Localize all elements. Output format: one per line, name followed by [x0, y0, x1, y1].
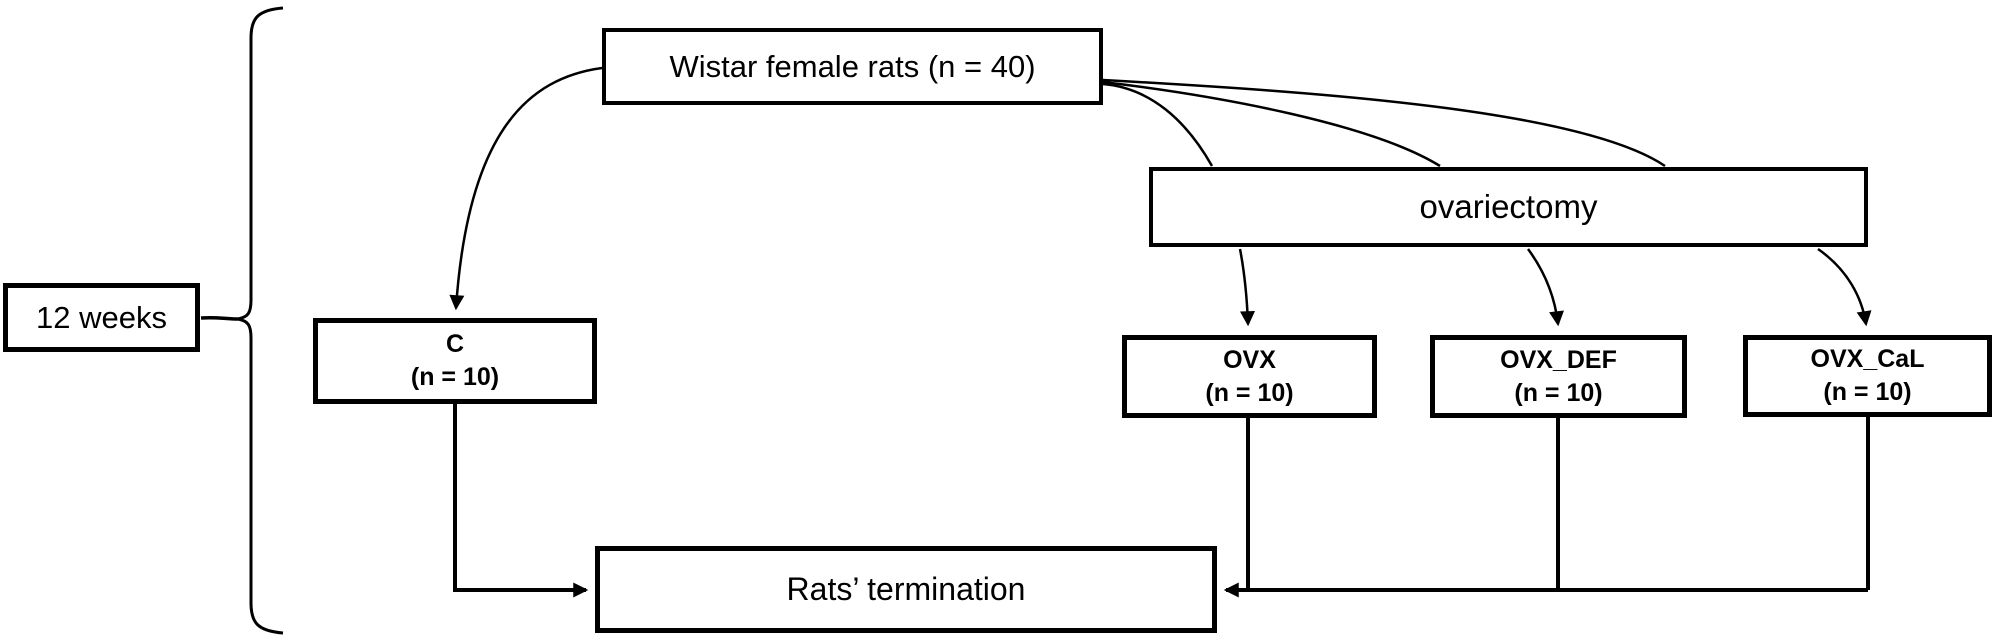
flow-wistar-to-ovariectomy-2: [1102, 80, 1441, 168]
node-12-weeks: 12 weeks: [3, 283, 200, 352]
ovariectomy-label: ovariectomy: [1419, 188, 1598, 225]
duration-brace: [237, 6, 284, 635]
group-ovx-n: (n = 10): [1205, 378, 1294, 407]
node-group-ovx-def: OVX_DEF (n = 10): [1430, 335, 1687, 418]
node-group-c: C (n = 10): [313, 318, 597, 404]
wistar-rats-label: Wistar female rats (n = 40): [669, 48, 1036, 84]
group-ovx-name: OVX: [1223, 345, 1276, 374]
group-ovx-cal-name: OVX_CaL: [1810, 345, 1925, 373]
flow-wistar-to-c: [449, 66, 603, 311]
flow-ovariectomy-to-ovx-cal: [1817, 247, 1872, 327]
node-group-ovx: OVX (n = 10): [1122, 335, 1377, 418]
flow-ovariectomy-to-ovx-def: [1526, 248, 1564, 327]
node-wistar-rats: Wistar female rats (n = 40): [602, 28, 1103, 105]
connector-12weeks-to-brace: [200, 315, 239, 321]
group-c-n: (n = 10): [410, 363, 500, 391]
node-ovariectomy: ovariectomy: [1149, 167, 1868, 247]
flow-wistar-to-ovariectomy-3: [1102, 78, 1666, 168]
flow-wistar-to-ovariectomy-1: [1102, 82, 1214, 167]
group-c-name: C: [445, 330, 465, 358]
node-rats-termination: Rats’ termination: [595, 546, 1217, 633]
rats-termination-label: Rats’ termination: [786, 571, 1026, 607]
group-ovx-def-n: (n = 10): [1514, 378, 1603, 407]
node-group-ovx-cal: OVX_CaL (n = 10): [1743, 335, 1992, 417]
flow-ovariectomy-to-ovx: [1238, 248, 1256, 327]
flow-c-to-termination: [453, 402, 589, 598]
group-ovx-cal-n: (n = 10): [1823, 378, 1912, 406]
12-weeks-label: 12 weeks: [36, 299, 167, 335]
group-ovx-def-name: OVX_DEF: [1500, 345, 1617, 374]
